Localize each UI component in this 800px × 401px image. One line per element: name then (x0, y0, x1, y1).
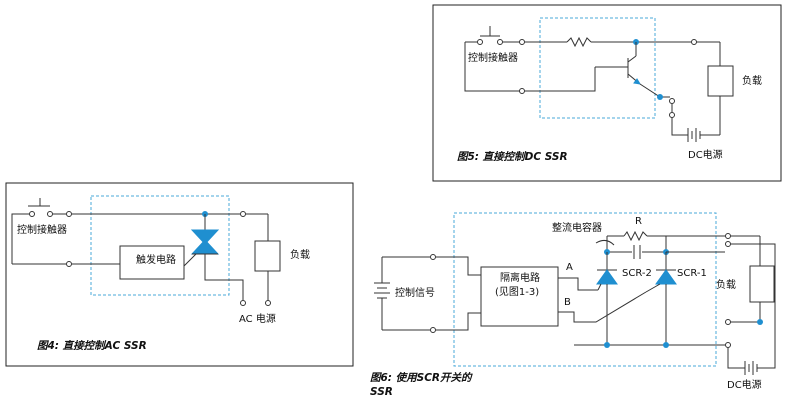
figure-5-left-wire (464, 42, 520, 92)
figure-4-ac-ssr: 控制接触器 负载 触发电路 AC 电源 图4: 直 (5, 182, 354, 367)
terminal (519, 39, 525, 45)
battery-icon (374, 257, 390, 330)
contact-switch-icon (28, 198, 53, 217)
figure-6-scr1-label: SCR-1 (677, 268, 707, 279)
figure-6-resistor-label: R (635, 216, 642, 227)
figure-6-output-b: B (564, 297, 571, 308)
figure-5-power-label: DC电源 (688, 148, 723, 161)
load-box (749, 265, 775, 303)
capacitor-icon (607, 245, 666, 259)
isolation-circuit-box (480, 266, 559, 327)
figure-6-caption-line2: SSR (370, 386, 393, 398)
figure-5-load-label: 负载 (742, 74, 762, 87)
transistor-icon (525, 42, 641, 92)
figure-6-control-label: 控制信号 (395, 286, 435, 299)
figure-6-output-a: A (566, 262, 573, 273)
contact-switch-icon (477, 26, 503, 45)
figure-6-scr2-label: SCR-2 (622, 268, 652, 279)
figure-6-caption-line1: 图6: 使用SCR开关的 (370, 371, 473, 384)
figure-4-caption: 图4: 直接控制AC SSR (37, 339, 147, 352)
battery-icon (740, 350, 776, 375)
figure-6-iso-line1: 隔离电路 (500, 271, 540, 284)
figure-5-dc-ssr: 控制接触器 负载 (432, 4, 782, 182)
figure-6-cap-label: 整流电容器 (552, 221, 602, 234)
pointer-arrow (595, 239, 615, 246)
figure-5-ssr-boundary (539, 17, 656, 119)
figure-5-switch-label: 控制接触器 (468, 51, 518, 64)
figure-5-frame (432, 4, 782, 182)
battery-icon (680, 128, 720, 142)
figure-6-power-label: DC电源 (727, 378, 762, 391)
figure-4-ssr-boundary (90, 195, 230, 296)
scr-2-icon (596, 252, 618, 345)
figure-5-caption: 图5: 直接控制DC SSR (457, 150, 568, 163)
figure-6-iso-line2: (见图1-3) (495, 286, 539, 298)
figure-4-frame (5, 182, 354, 367)
terminal (519, 88, 525, 94)
trigger-circuit-box (119, 245, 185, 280)
load-box (707, 65, 734, 97)
figure-4-power-label: AC 电源 (239, 312, 276, 325)
figure-6-scr-ssr: 控制信号 隔离电路 (见图1-3) A B 整流电容器 R (370, 212, 776, 398)
resistor-icon (623, 230, 648, 242)
load-box (254, 240, 281, 272)
figure-6-ssr-boundary (453, 212, 717, 367)
figure-4-trigger-label: 触发电路 (136, 253, 176, 266)
scr-1-icon (645, 252, 677, 345)
figure-4-load-label: 负载 (290, 248, 310, 261)
triac-icon (183, 214, 220, 267)
figure-6-load-label: 负载 (716, 278, 736, 291)
resistor-icon (566, 36, 592, 48)
figure-4-switch-label: 控制接触器 (17, 223, 67, 236)
